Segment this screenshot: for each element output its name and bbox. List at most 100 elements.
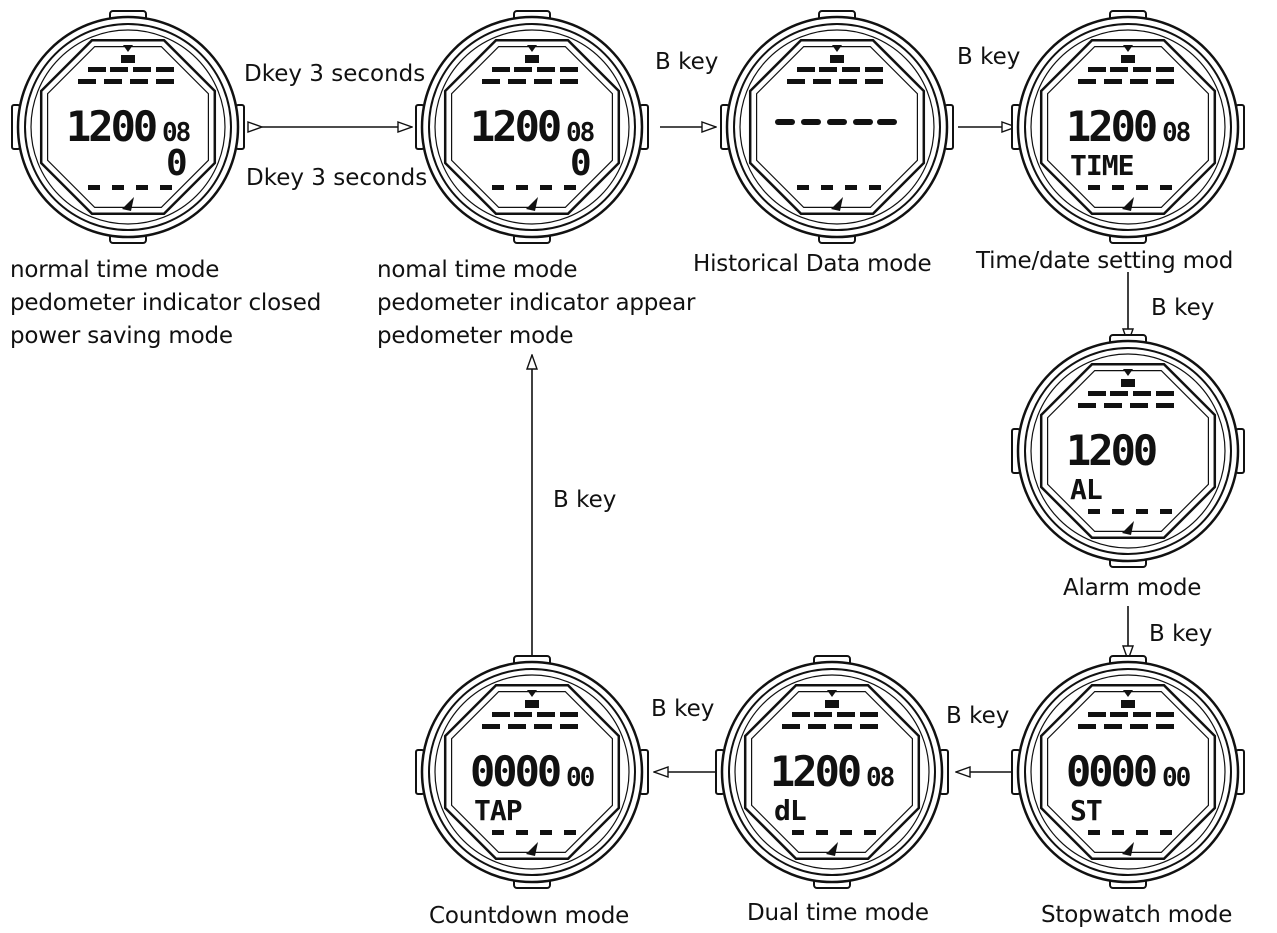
segment-dash <box>1110 712 1128 717</box>
segment-dash <box>516 185 528 190</box>
mode-triangle-icon <box>827 690 837 697</box>
segment-dash <box>1133 712 1151 717</box>
main-digits: 1200 <box>1066 426 1156 475</box>
pointer-icon <box>122 197 134 211</box>
segment-dash <box>104 79 122 84</box>
key-label-d-top: Dkey 3 seconds <box>244 61 426 87</box>
sub-display: ST <box>1070 794 1102 827</box>
segment-dash <box>782 724 800 729</box>
segment-dash <box>801 119 821 125</box>
label-line: power saving mode <box>10 323 233 349</box>
segment-dash <box>1104 403 1122 408</box>
label-pedometer-mode: nomal time mode pedometer indicator appe… <box>377 254 695 353</box>
segment-dash <box>1104 79 1122 84</box>
segment-dash <box>540 185 552 190</box>
segment-dash <box>1088 712 1106 717</box>
mode-triangle-icon <box>1123 45 1133 52</box>
segment-dash <box>1160 185 1172 190</box>
segment-dash <box>840 830 852 835</box>
segment-dash <box>814 712 832 717</box>
segment-dash <box>1088 509 1100 514</box>
segment-dash <box>112 185 124 190</box>
segment-dash <box>1160 509 1172 514</box>
bezel-ring <box>1024 23 1232 231</box>
bezel-ring <box>24 23 232 231</box>
segment-dash <box>1160 830 1172 835</box>
sub-display: dL <box>774 794 806 827</box>
segment-dash <box>78 79 96 84</box>
segment-dash <box>540 830 552 835</box>
segment-dash <box>1110 391 1128 396</box>
main-digits: 1200 <box>1066 102 1156 151</box>
segment-dash <box>537 712 555 717</box>
screen-inner-octagon <box>1046 369 1209 532</box>
segment-dash <box>1104 724 1122 729</box>
segment-dash <box>1156 391 1174 396</box>
main-digits: 0000 <box>1066 747 1156 796</box>
segment-dash <box>564 185 576 190</box>
segment-dash <box>560 79 578 84</box>
segment-dash <box>797 67 815 72</box>
segment-dash <box>133 67 151 72</box>
segment-dash <box>808 724 826 729</box>
segment-dash <box>1136 185 1148 190</box>
segment-dash <box>1078 403 1096 408</box>
key-label-b1: B key <box>655 49 719 75</box>
segment-dash <box>1130 403 1148 408</box>
inner-ring <box>739 29 935 225</box>
pointer-icon <box>831 197 843 211</box>
bezel-ring <box>728 668 936 876</box>
segment-dash <box>1156 79 1174 84</box>
main-digits: 0000 <box>470 747 560 796</box>
key-label-b3: B key <box>1151 295 1215 321</box>
sub-display: TIME <box>1070 149 1134 182</box>
segment-dash <box>853 119 873 125</box>
segment-dash <box>560 724 578 729</box>
status-icon <box>1121 55 1135 63</box>
key-label-b7: B key <box>553 487 617 513</box>
screen-inner-octagon <box>450 690 613 853</box>
segment-dash <box>514 67 532 72</box>
inner-ring <box>434 674 630 870</box>
segment-dash <box>560 67 578 72</box>
segment-dash <box>865 79 883 84</box>
inner-ring <box>1030 29 1226 225</box>
segment-dash <box>508 79 526 84</box>
screen-inner-octagon <box>46 45 209 208</box>
segment-dash <box>860 712 878 717</box>
label-power-saving-mode: normal time mode pedometer indicator clo… <box>10 254 321 353</box>
status-icon <box>121 55 135 63</box>
mode-triangle-icon <box>1123 369 1133 376</box>
segment-dash <box>1112 185 1124 190</box>
segment-dash <box>842 67 860 72</box>
screen-inner-octagon <box>1046 690 1209 853</box>
mode-triangle-icon <box>832 45 842 52</box>
segment-dash <box>482 724 500 729</box>
segment-dash <box>1136 509 1148 514</box>
label-line: pedometer indicator closed <box>10 290 322 316</box>
status-icon <box>1121 700 1135 708</box>
segment-dash <box>1156 403 1174 408</box>
segment-dash <box>1088 67 1106 72</box>
status-icon <box>525 700 539 708</box>
inner-ring <box>1030 353 1226 549</box>
segment-dash <box>797 185 809 190</box>
segment-dash <box>508 724 526 729</box>
segment-dash <box>837 712 855 717</box>
sub-display: 0 <box>570 143 591 184</box>
segment-dash <box>88 185 100 190</box>
label-countdown-mode: Countdown mode <box>429 903 630 929</box>
segment-dash <box>1156 712 1174 717</box>
seconds-digits: 00 <box>1162 763 1191 793</box>
screen-inner-octagon <box>755 45 918 208</box>
mode-triangle-icon <box>527 690 537 697</box>
